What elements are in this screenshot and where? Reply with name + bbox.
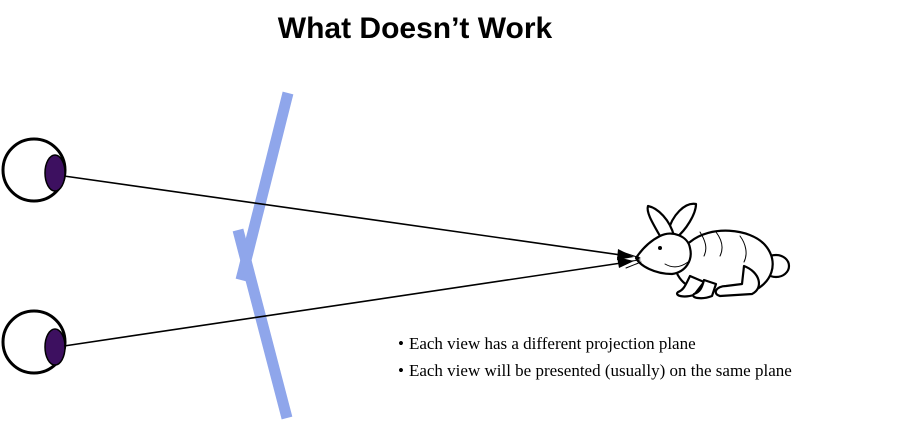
bullet-item: Each view has a different projection pla… xyxy=(398,330,792,357)
projection-planes xyxy=(232,91,294,420)
eye-icon xyxy=(1,137,67,203)
sight-line-bottom xyxy=(63,261,629,347)
sight-line-top xyxy=(63,175,629,257)
projection-plane-bottom-eye xyxy=(232,228,293,420)
slide-title: What Doesn’t Work xyxy=(277,12,553,45)
bullet-list: Each view has a different projection pla… xyxy=(398,330,792,384)
bullet-item: Each view will be presented (usually) on… xyxy=(398,357,792,384)
arrowhead-top xyxy=(617,249,634,260)
rabbit-icon xyxy=(621,202,791,300)
projection-plane-top-eye xyxy=(235,91,294,282)
eye-icon xyxy=(1,309,67,375)
arrowhead-bottom xyxy=(617,257,634,268)
sight-lines xyxy=(63,175,634,347)
